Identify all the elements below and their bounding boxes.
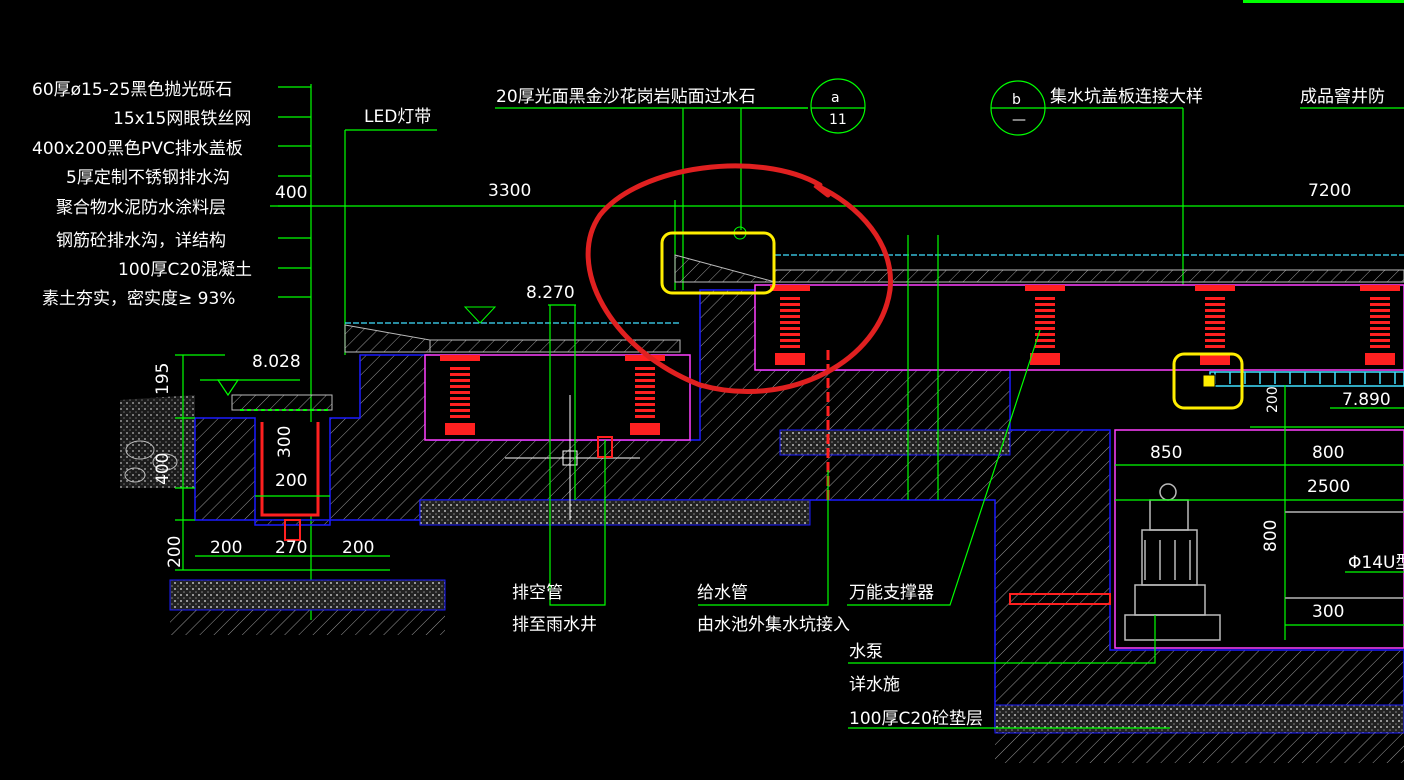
dim-800: 800 xyxy=(1312,443,1344,463)
dim-3300: 3300 xyxy=(488,181,531,201)
label-support: 万能支撑器 xyxy=(849,583,934,603)
dim-400: 400 xyxy=(275,183,307,203)
markup-red-circle xyxy=(585,163,893,395)
label-pvc-cover: 400x200黑色PVC排水盖板 xyxy=(32,139,243,159)
label-well: 成品窨井防 xyxy=(1300,87,1385,107)
dim-400v: 400 xyxy=(153,453,173,485)
footing-right xyxy=(994,704,1404,734)
footing-mid2 xyxy=(779,429,1011,456)
label-c20: 100厚C20混凝土 xyxy=(118,260,252,280)
dim-200a: 200 xyxy=(275,471,307,491)
label-vent: 排空管 xyxy=(512,583,563,603)
label-led: LED灯带 xyxy=(364,107,431,127)
drain-channel xyxy=(260,422,320,517)
callout-b-num: — xyxy=(1012,112,1026,128)
dim-800v: 800 xyxy=(1261,520,1281,552)
dim-850: 850 xyxy=(1150,443,1182,463)
crosshair xyxy=(505,395,640,520)
label-supply: 给水管 xyxy=(697,583,748,603)
label-vent2: 排至雨水井 xyxy=(512,615,597,635)
dim-b270: 270 xyxy=(275,538,307,558)
callout-a-num: 11 xyxy=(829,112,847,128)
dim-200v: 200 xyxy=(165,536,185,568)
label-rebar: Φ14U型 xyxy=(1348,553,1404,573)
label-rc-channel: 钢筋砼排水沟，详结构 xyxy=(56,231,226,251)
label-steel-channel: 5厚定制不锈钢排水沟 xyxy=(66,168,230,188)
label-supply2: 由水池外集水坑接入 xyxy=(697,615,850,635)
dim-2500: 2500 xyxy=(1307,477,1350,497)
dim-300r: 300 xyxy=(1312,602,1344,622)
left-label-group: 60厚ø15-25黑色抛光砾石 15x15网眼铁丝网 400x200黑色PVC排… xyxy=(32,80,312,620)
callout-b-letter: b xyxy=(1012,92,1021,108)
callout-a-letter: a xyxy=(831,90,840,106)
dim-b200b: 200 xyxy=(342,538,374,558)
dim-b200a: 200 xyxy=(210,538,242,558)
dim-300: 300 xyxy=(275,426,295,458)
markup-yellow-box-2 xyxy=(1172,352,1244,410)
footing-mid xyxy=(419,499,811,526)
label-stone: 20厚光面黑金沙花岗岩贴面过水石 xyxy=(496,87,756,107)
elev-8270: 8.270 xyxy=(526,283,575,303)
label-waterproof: 聚合物水泥防水涂料层 xyxy=(56,198,226,218)
label-pump: 水泵 xyxy=(849,642,883,662)
pump-icon xyxy=(1124,483,1221,641)
label-mesh: 15x15网眼铁丝网 xyxy=(113,109,251,129)
pedestals xyxy=(440,285,1400,435)
elev-8028: 8.028 xyxy=(252,352,301,372)
markup-yellow-box-1 xyxy=(660,231,776,295)
label-soil: 素土夯实，密实度≥ 93% xyxy=(42,289,235,309)
dim-200r: 200 xyxy=(1265,386,1281,413)
sump-grating xyxy=(1209,371,1404,387)
dim-195: 195 xyxy=(153,363,173,395)
elev-7890: 7.890 xyxy=(1342,390,1391,410)
deck-slabs xyxy=(344,254,1404,353)
dim-7200: 7200 xyxy=(1308,181,1351,201)
label-pump2: 详水施 xyxy=(849,675,900,695)
footing-left xyxy=(169,579,446,611)
label-cushion: 100厚C20砼垫层 xyxy=(849,709,983,729)
callout-b: b — xyxy=(990,80,1184,355)
top-bar xyxy=(1243,0,1404,3)
callout-a: a 11 xyxy=(810,78,866,134)
bottom-leaders xyxy=(548,304,1170,729)
label-sump-cover: 集水坑盖板连接大样 xyxy=(1050,87,1203,107)
label-gravel: 60厚ø15-25黑色抛光砾石 xyxy=(32,80,232,100)
